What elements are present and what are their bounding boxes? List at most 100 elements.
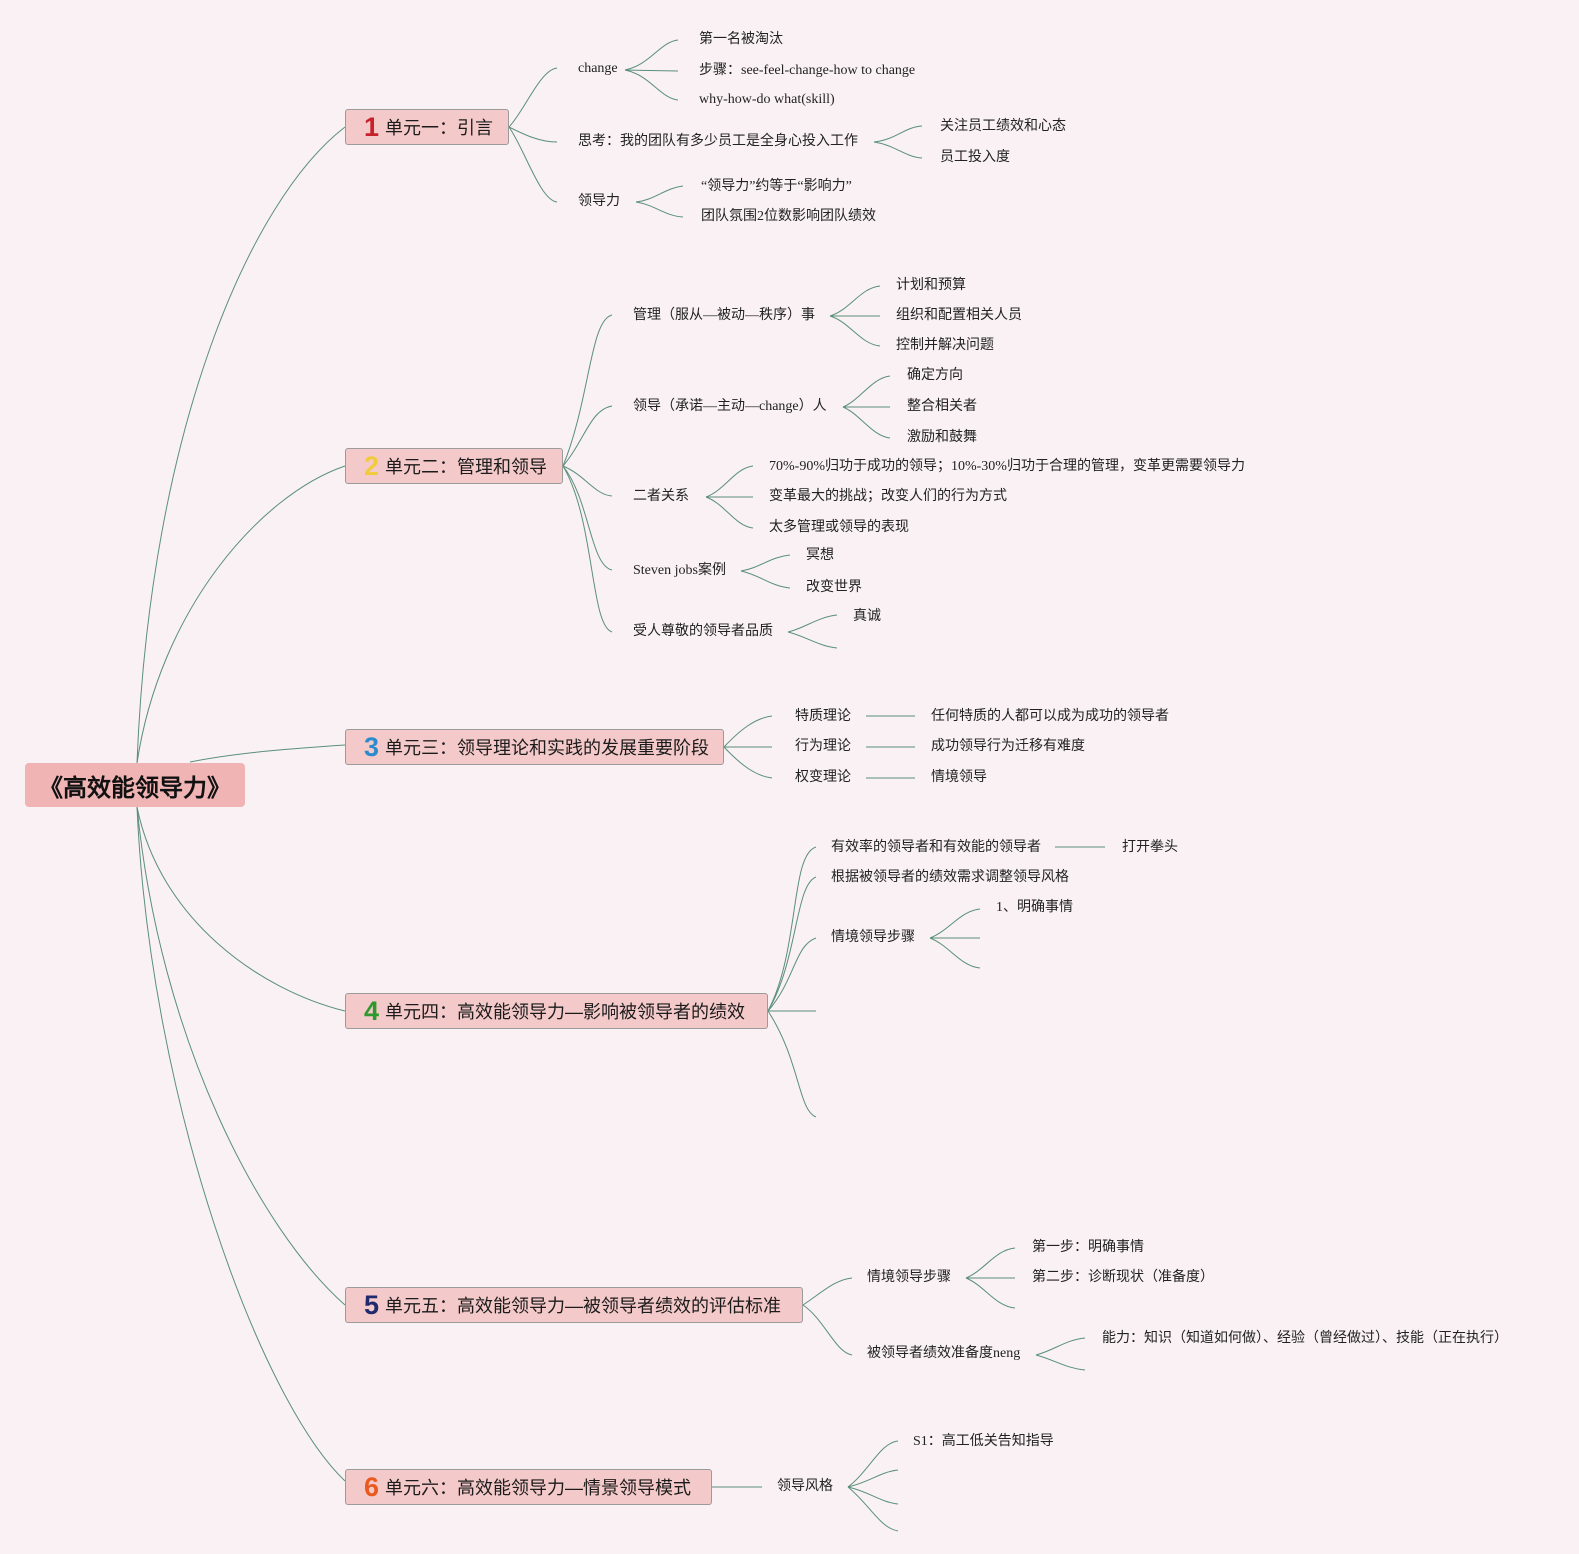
link-quality-1 bbox=[787, 614, 838, 633]
node-trait[interactable]: 特质理论 bbox=[795, 709, 851, 724]
node-manage-child-3[interactable]: 控制并解决问题 bbox=[896, 338, 994, 353]
node-u5-steps-child-1[interactable]: 第一步：明确事情 bbox=[1032, 1240, 1144, 1255]
link-root-unit3 bbox=[189, 744, 346, 763]
link-style-2 bbox=[847, 1469, 899, 1488]
link-u4-adjust bbox=[767, 876, 817, 1012]
node-adjust-style[interactable]: 根据被领导者的绩效需求调整领导风格 bbox=[831, 870, 1069, 885]
node-manage-child-2[interactable]: 组织和配置相关人员 bbox=[896, 308, 1022, 323]
node-change[interactable]: change bbox=[578, 61, 618, 76]
node-lead-child-2[interactable]: 整合相关者 bbox=[907, 399, 977, 414]
node-situational-steps-child-1[interactable]: 1、明确事情 bbox=[996, 900, 1073, 915]
node-lead-child-1[interactable]: 确定方向 bbox=[907, 368, 963, 383]
node-leadership-child-1[interactable]: “领导力”约等于“影响力” bbox=[701, 179, 852, 194]
link-u1-lead bbox=[508, 126, 558, 203]
unit-6-number: 6 bbox=[364, 1471, 380, 1502]
node-quality-child-1[interactable]: 真诚 bbox=[853, 609, 881, 624]
link-u3-contingency bbox=[723, 746, 773, 779]
link-change-1 bbox=[624, 39, 679, 71]
unit-1-topic[interactable]: 1 单元一：引言 bbox=[345, 109, 509, 145]
node-situational-steps[interactable]: 情境领导步骤 bbox=[831, 930, 915, 945]
link-u5-ready bbox=[802, 1304, 853, 1356]
node-behavior[interactable]: 行为理论 bbox=[795, 739, 851, 754]
link-root-unit5 bbox=[136, 806, 346, 1306]
link-ready-2 bbox=[1035, 1354, 1086, 1371]
link-root-unit1 bbox=[136, 126, 346, 764]
node-readiness[interactable]: 被领导者绩效准备度neng bbox=[867, 1346, 1021, 1361]
node-quality[interactable]: 受人尊敬的领导者品质 bbox=[633, 624, 773, 639]
node-leadership-style[interactable]: 领导风格 bbox=[777, 1479, 833, 1494]
node-lead-child-3[interactable]: 激励和鼓舞 bbox=[907, 430, 977, 445]
node-relation[interactable]: 二者关系 bbox=[633, 489, 689, 504]
node-contingency[interactable]: 权变理论 bbox=[795, 770, 851, 785]
unit-4-topic[interactable]: 4 单元四：高效能领导力—影响被领导者的绩效 bbox=[345, 993, 768, 1029]
node-contingency-child-1[interactable]: 情境领导 bbox=[931, 770, 987, 785]
node-relation-child-3[interactable]: 太多管理或领导的表现 bbox=[769, 520, 909, 535]
unit-4-label: 单元四：高效能领导力—影响被领导者的绩效 bbox=[385, 1002, 746, 1022]
link-u2-manage bbox=[562, 314, 613, 467]
link-manage-1 bbox=[829, 285, 881, 317]
link-quality-2 bbox=[787, 631, 838, 649]
node-change-child-1[interactable]: 第一名被淘汰 bbox=[699, 32, 783, 47]
link-u1-change bbox=[508, 67, 558, 128]
unit-4-number: 4 bbox=[364, 995, 380, 1026]
link-style-3 bbox=[847, 1486, 899, 1505]
node-manage-child-1[interactable]: 计划和预算 bbox=[896, 278, 966, 293]
unit-3-label: 单元三：领导理论和实践的发展重要阶段 bbox=[385, 738, 710, 758]
node-think[interactable]: 思考：我的团队有多少员工是全身心投入工作 bbox=[578, 134, 858, 149]
node-trait-child-1[interactable]: 任何特质的人都可以成为成功的领导者 bbox=[931, 709, 1169, 724]
unit-6-topic[interactable]: 6 单元六：高效能领导力—情景领导模式 bbox=[345, 1469, 712, 1505]
node-u5-steps[interactable]: 情境领导步骤 bbox=[867, 1270, 951, 1285]
node-relation-child-2[interactable]: 变革最大的挑战；改变人们的行为方式 bbox=[769, 489, 1007, 504]
link-change-3 bbox=[624, 69, 679, 101]
root-topic[interactable]: 《高效能领导力》 bbox=[25, 763, 245, 807]
link-jobs-1 bbox=[740, 554, 791, 572]
node-think-child-2[interactable]: 员工投入度 bbox=[940, 150, 1010, 165]
node-change-child-3[interactable]: why-how-do what(skill) bbox=[699, 92, 835, 107]
node-jobs[interactable]: Steven jobs案例 bbox=[633, 563, 726, 578]
node-u5-steps-child-2[interactable]: 第二步：诊断现状（准备度） bbox=[1032, 1270, 1214, 1285]
link-ready-1 bbox=[1035, 1337, 1086, 1356]
unit-2-number: 2 bbox=[364, 450, 380, 481]
link-steps5-1 bbox=[965, 1247, 1016, 1279]
link-steps4-3 bbox=[929, 937, 981, 969]
link-u2-quality bbox=[562, 465, 613, 633]
node-jobs-child-2[interactable]: 改变世界 bbox=[806, 580, 862, 595]
unit-6-label: 单元六：高效能领导力—情景领导模式 bbox=[385, 1478, 692, 1498]
link-rel-3 bbox=[705, 496, 754, 529]
unit-2-topic[interactable]: 2 单元二：管理和领导 bbox=[345, 448, 563, 484]
unit-3-number: 3 bbox=[364, 731, 380, 762]
node-leadership[interactable]: 领导力 bbox=[578, 194, 620, 209]
link-u3-trait bbox=[723, 715, 773, 748]
node-change-child-2[interactable]: 步骤：see-feel-change-how to change bbox=[699, 63, 916, 78]
link-u4-empty2 bbox=[767, 1010, 817, 1118]
link-lead-1 bbox=[635, 185, 684, 203]
node-manage[interactable]: 管理（服从—被动—秩序）事 bbox=[633, 308, 815, 323]
node-behavior-child-1[interactable]: 成功领导行为迁移有难度 bbox=[931, 739, 1085, 754]
node-think-child-1[interactable]: 关注员工绩效和心态 bbox=[940, 119, 1066, 134]
link-u1-think bbox=[508, 126, 558, 143]
link-lead-2 bbox=[635, 201, 684, 218]
node-relation-child-1[interactable]: 70%-90%归功于成功的领导；10%-30%归功于合理的管理，变革更需要领导力 bbox=[769, 459, 1245, 474]
node-jobs-child-1[interactable]: 冥想 bbox=[806, 548, 834, 563]
node-leadership-style-child-1[interactable]: S1：高工低关告知指导 bbox=[913, 1434, 1054, 1449]
unit-5-topic[interactable]: 5 单元五：高效能领导力—被领导者绩效的评估标准 bbox=[345, 1287, 803, 1323]
link-think-2 bbox=[873, 141, 923, 159]
link-jobs-2 bbox=[740, 570, 791, 589]
unit-1-label: 单元一：引言 bbox=[385, 118, 494, 138]
link-u5-steps bbox=[802, 1277, 853, 1306]
link-u4-eff bbox=[767, 846, 817, 1012]
node-efficiency[interactable]: 有效率的领导者和有效能的领导者 bbox=[831, 840, 1041, 855]
link-style-1 bbox=[847, 1440, 899, 1488]
unit-3-topic[interactable]: 3 单元三：领导理论和实践的发展重要阶段 bbox=[345, 729, 724, 765]
node-efficiency-child-1[interactable]: 打开拳头 bbox=[1122, 840, 1178, 855]
unit-5-label: 单元五：高效能领导力—被领导者绩效的评估标准 bbox=[385, 1296, 782, 1316]
link-root-unit6 bbox=[136, 806, 346, 1482]
link-root-unit2 bbox=[136, 465, 346, 764]
link-steps5-3 bbox=[965, 1277, 1016, 1309]
node-lead[interactable]: 领导（承诺—主动—change）人 bbox=[633, 399, 827, 414]
link-u2-jobs bbox=[562, 465, 613, 571]
node-readiness-child-1[interactable]: 能力：知识（知道如何做）、经验（曾经做过）、技能（正在执行） bbox=[1102, 1331, 1508, 1346]
link-u4-steps bbox=[767, 937, 817, 1012]
node-leadership-child-2[interactable]: 团队氛围2位数影响团队绩效 bbox=[701, 209, 876, 224]
